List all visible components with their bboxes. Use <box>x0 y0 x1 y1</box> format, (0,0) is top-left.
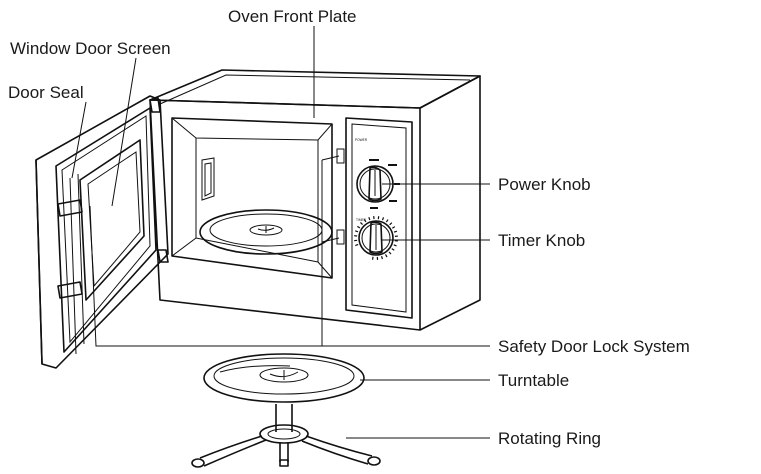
oven-body <box>149 69 481 331</box>
timer-tick <box>384 254 388 258</box>
label-timer-knob: Timer Knob <box>498 231 585 250</box>
safety-lock-holes <box>336 148 345 245</box>
timer-scale-ticks <box>354 216 398 260</box>
oven-cavity <box>171 117 333 279</box>
timer-tick <box>368 217 371 221</box>
leader-lines <box>71 26 490 439</box>
timer-tick <box>391 248 395 251</box>
leader-window-door-screen <box>111 57 137 207</box>
timer-heading: TIMER <box>356 218 367 222</box>
timer-tick <box>391 226 396 229</box>
oven-door[interactable] <box>35 95 169 369</box>
label-turntable: Turntable <box>498 371 569 390</box>
label-door-seal: Door Seal <box>8 83 84 102</box>
timer-knob[interactable] <box>358 220 394 256</box>
control-panel: POWER TIMER <box>345 117 413 319</box>
label-power-knob: Power Knob <box>498 175 591 194</box>
timer-tick <box>389 222 393 226</box>
timer-tick <box>393 230 398 233</box>
timer-tick <box>388 251 392 255</box>
timer-tick <box>381 217 385 221</box>
label-rotating-ring: Rotating Ring <box>498 429 601 448</box>
timer-tick <box>357 225 361 229</box>
power-heading: POWER <box>355 138 368 142</box>
timer-tick <box>355 243 359 247</box>
timer-tick <box>363 219 367 223</box>
label-safety-door-lock-system: Safety Door Lock System <box>498 337 690 356</box>
timer-tick <box>385 219 389 223</box>
cavity-turntable <box>199 209 333 255</box>
turntable-part <box>203 353 365 403</box>
leader-door-seal <box>71 101 87 179</box>
rotating-ring-part <box>191 404 381 468</box>
timer-tick <box>380 255 384 260</box>
labels: Oven Front Plate Window Door Screen Door… <box>8 7 690 448</box>
label-window-door-screen: Window Door Screen <box>10 39 171 58</box>
label-oven-front-plate: Oven Front Plate <box>228 7 357 26</box>
timer-tick <box>355 230 359 233</box>
timer-tick <box>393 244 397 247</box>
timer-tick <box>360 222 363 225</box>
leader-safety-door-lock <box>89 155 490 347</box>
